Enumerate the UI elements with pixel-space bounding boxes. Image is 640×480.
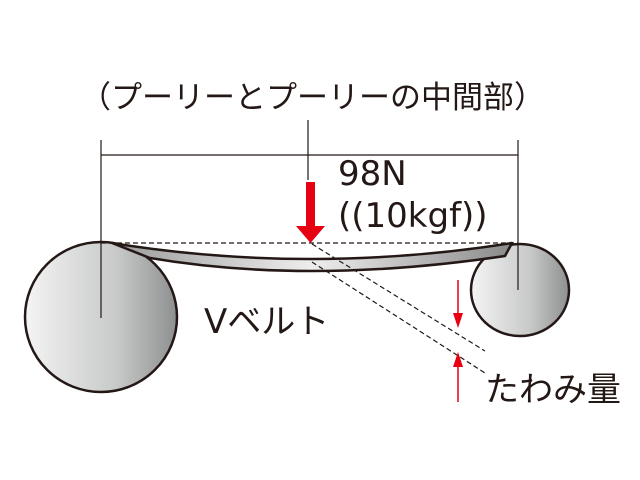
deflection-arrow-up-icon [453, 352, 463, 402]
force-value: 98N [338, 154, 407, 194]
force-arrow-icon [296, 182, 325, 243]
deflection-arrow-down-icon [453, 280, 463, 328]
belt-label: Vベルト [204, 302, 330, 342]
deflection-dashed-line-upper [311, 243, 486, 352]
deflection-dashed-line-lower [311, 261, 486, 374]
small-pulley [469, 242, 571, 338]
diagram-title: （プーリーとプーリーの中間部） [80, 80, 545, 116]
v-belt [110, 241, 514, 273]
deflection-label: たわみ量 [485, 370, 621, 410]
force-kgf-value: ((10kgf)) [338, 196, 488, 236]
